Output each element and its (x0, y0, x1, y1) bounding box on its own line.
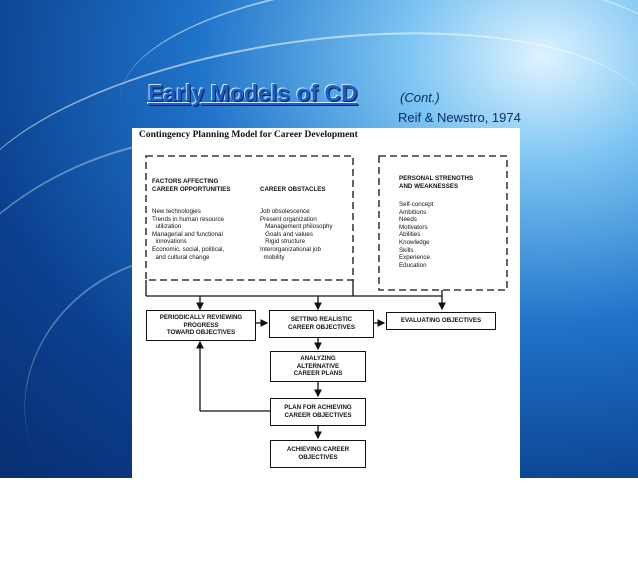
plan-achieving-box: PLAN FOR ACHIEVING CAREER OBJECTIVES (270, 398, 366, 426)
slide-title: Early Models of CD (148, 80, 358, 106)
personal-factors-region (378, 155, 508, 291)
figure-caption: Contingency Planning Model for Career De… (139, 130, 358, 140)
title-suffix: (Cont.) (400, 90, 440, 105)
citation: Reif & Newstro, 1974 (398, 110, 521, 125)
reviewing-progress-box: PERIODICALLY REVIEWING PROGRESS TOWARD O… (146, 310, 256, 341)
diagram-connectors (145, 155, 508, 440)
achieving-objectives-box: ACHIEVING CAREER OBJECTIVES (270, 440, 366, 468)
factors-heading: FACTORS AFFECTING CAREER OPPORTUNITIES (152, 178, 231, 193)
strengths-list: Self-concept Ambitions Needs Motivators … (399, 201, 434, 269)
analyzing-plans-box: ANALYZING ALTERNATIVE CAREER PLANS (270, 351, 366, 382)
evaluating-objectives-box: EVALUATING OBJECTIVES (386, 312, 496, 330)
setting-objectives-box: SETTING REALISTIC CAREER OBJECTIVES (269, 310, 374, 338)
external-factors-region (145, 155, 354, 281)
diagram-figure: Contingency Planning Model for Career De… (132, 128, 520, 478)
strengths-heading: PERSONAL STRENGTHS AND WEAKNESSES (399, 175, 474, 190)
obstacles-heading: CAREER OBSTACLES (260, 186, 326, 193)
obstacles-list: Job obsolescence Present organization Ma… (260, 208, 333, 261)
factors-list: New technologies Trends in human resourc… (152, 208, 225, 261)
